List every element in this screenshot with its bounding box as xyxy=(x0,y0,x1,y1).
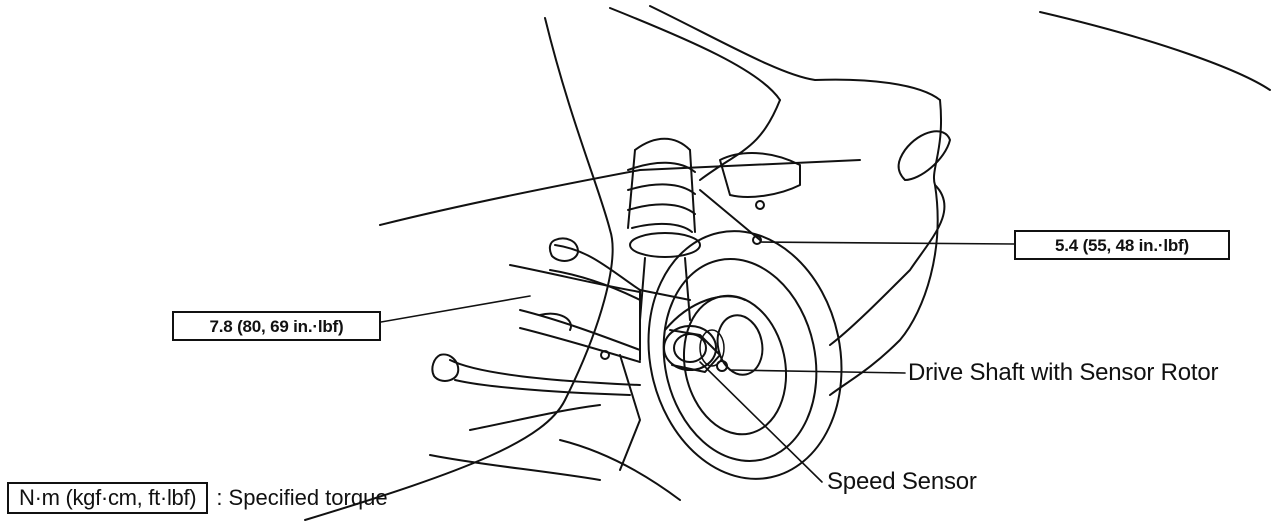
speed-sensor-callout: Speed Sensor xyxy=(827,468,977,495)
car-body-outline xyxy=(304,5,1271,521)
wheel-and-brake-disc xyxy=(647,230,843,480)
torque-spec-upper-bolt: 5.4 (55, 48 in.·lbf) xyxy=(1014,230,1230,260)
leader-lines xyxy=(380,241,1015,483)
drive-shaft-callout: Drive Shaft with Sensor Rotor xyxy=(908,359,1219,386)
suspension-arms xyxy=(431,237,691,471)
torque-spec-speed-sensor-bolt: 7.8 (80, 69 in.·lbf) xyxy=(172,311,381,341)
torque-legend-description: : Specified torque xyxy=(216,485,388,510)
torque-unit-box: N·m (kgf·cm, ft·lbf) xyxy=(7,482,209,514)
coil-spring-strut xyxy=(627,137,801,321)
torque-legend: N·m (kgf·cm, ft·lbf) : Specified torque xyxy=(7,482,388,514)
speed-sensor-housing xyxy=(600,325,728,373)
